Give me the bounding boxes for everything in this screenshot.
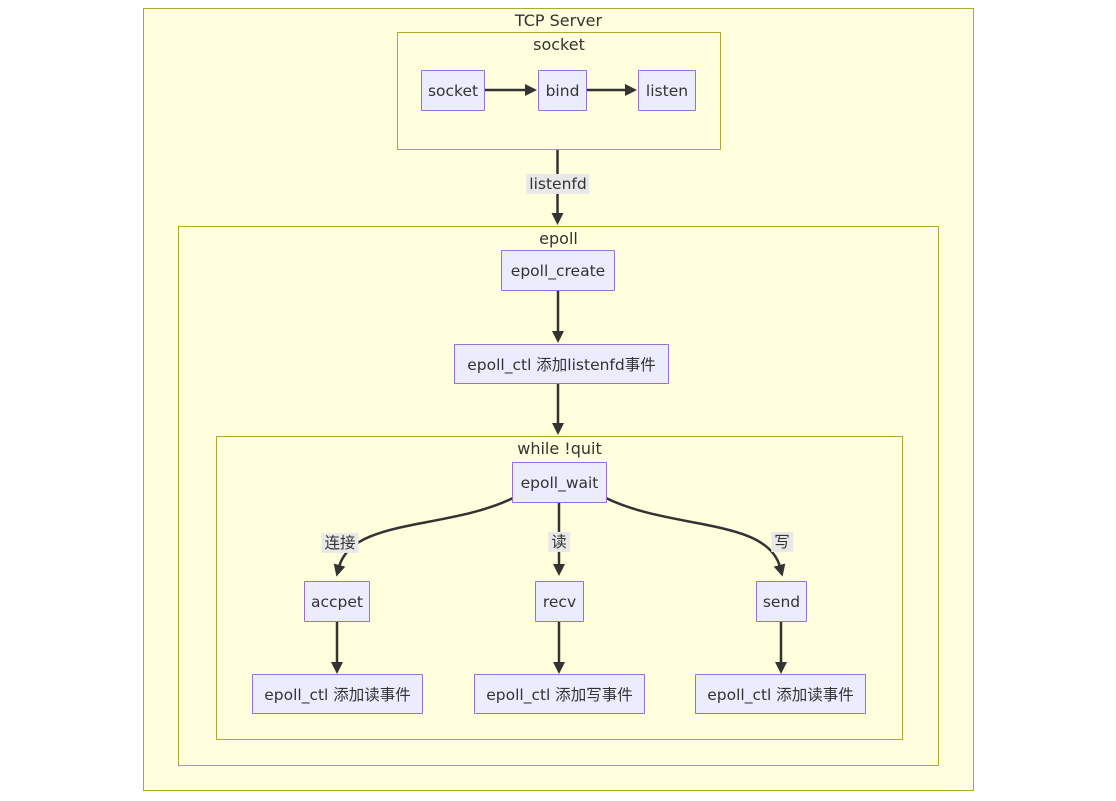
edge-label-write: 写 (771, 531, 793, 553)
node-epoll-ctl-add-write: epoll_ctl 添加写事件 (474, 674, 645, 714)
node-listen: listen (638, 70, 696, 111)
edge-label-read: 读 (548, 531, 570, 553)
edge-label-listenfd: listenfd (526, 173, 590, 195)
node-bind: bind (538, 70, 587, 111)
node-epoll-ctl-listenfd: epoll_ctl 添加listenfd事件 (454, 344, 669, 384)
node-epoll-wait: epoll_wait (512, 462, 607, 503)
node-send: send (756, 581, 807, 622)
node-socket: socket (421, 70, 485, 111)
cluster-while-quit-title: while !quit (517, 439, 602, 458)
cluster-tcp-server-title: TCP Server (514, 11, 603, 30)
node-accpet: accpet (304, 581, 370, 622)
node-epoll-ctl-add-read-left: epoll_ctl 添加读事件 (252, 674, 423, 714)
edge-label-connect: 连接 (321, 532, 359, 554)
node-epoll-ctl-add-read-right: epoll_ctl 添加读事件 (695, 674, 866, 714)
cluster-socket-title: socket (533, 35, 585, 54)
cluster-epoll-title: epoll (539, 229, 578, 248)
node-recv: recv (535, 581, 584, 622)
node-epoll-create: epoll_create (501, 250, 615, 291)
